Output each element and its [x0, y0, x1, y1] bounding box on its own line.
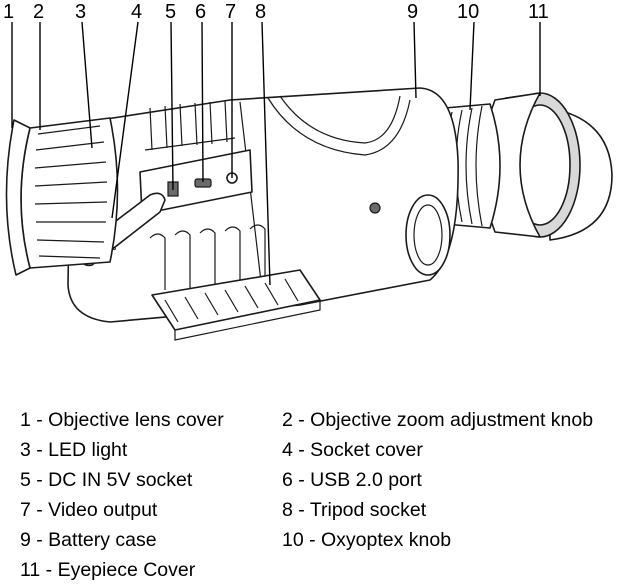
legend-item: 9 - Battery case: [20, 529, 157, 551]
legend-item: 4 - Socket cover: [282, 439, 423, 461]
callout-7: 7: [225, 1, 236, 23]
callout-3: 3: [75, 1, 86, 23]
callout-1: 1: [3, 1, 14, 23]
callout-9: 9: [407, 1, 418, 23]
night-vision-monocular-diagram: ⊖ ⊸ 1 2 3 4: [3, 1, 613, 341]
legend-item: 3 - LED light: [20, 439, 128, 461]
callout-10: 10: [457, 1, 479, 23]
objective-zoom-knob: [20, 117, 119, 269]
callout-leaders: [11, 21, 541, 286]
parts-legend: 1 - Objective lens cover 2 - Objective z…: [0, 404, 640, 581]
legend-item: 11 - Eyepiece Cover: [20, 559, 196, 581]
callout-numbers: 1 2 3 4 5 6 7 8 9 10 11: [3, 1, 549, 23]
tripod-socket: [151, 269, 321, 341]
objective-lens-cover: [5, 119, 31, 276]
legend-item: 1 - Objective lens cover: [20, 409, 224, 431]
grips: [149, 224, 266, 290]
callout-2: 2: [33, 1, 44, 23]
legend-item: 8 - Tripod socket: [282, 499, 427, 521]
legend-item: 10 - Oxyoptex knob: [282, 529, 452, 551]
callout-5: 5: [165, 1, 176, 23]
callout-6: 6: [195, 1, 206, 23]
legend-item: 2 - Objective zoom adjustment knob: [282, 409, 594, 431]
callout-8: 8: [255, 1, 266, 23]
callout-4: 4: [131, 1, 142, 23]
legend-item: 7 - Video output: [20, 499, 158, 521]
legend-item: 6 - USB 2.0 port: [282, 469, 422, 491]
legend-item: 5 - DC IN 5V socket: [20, 469, 193, 491]
eyepiece-cover: [481, 92, 613, 241]
callout-11: 11: [528, 1, 549, 23]
